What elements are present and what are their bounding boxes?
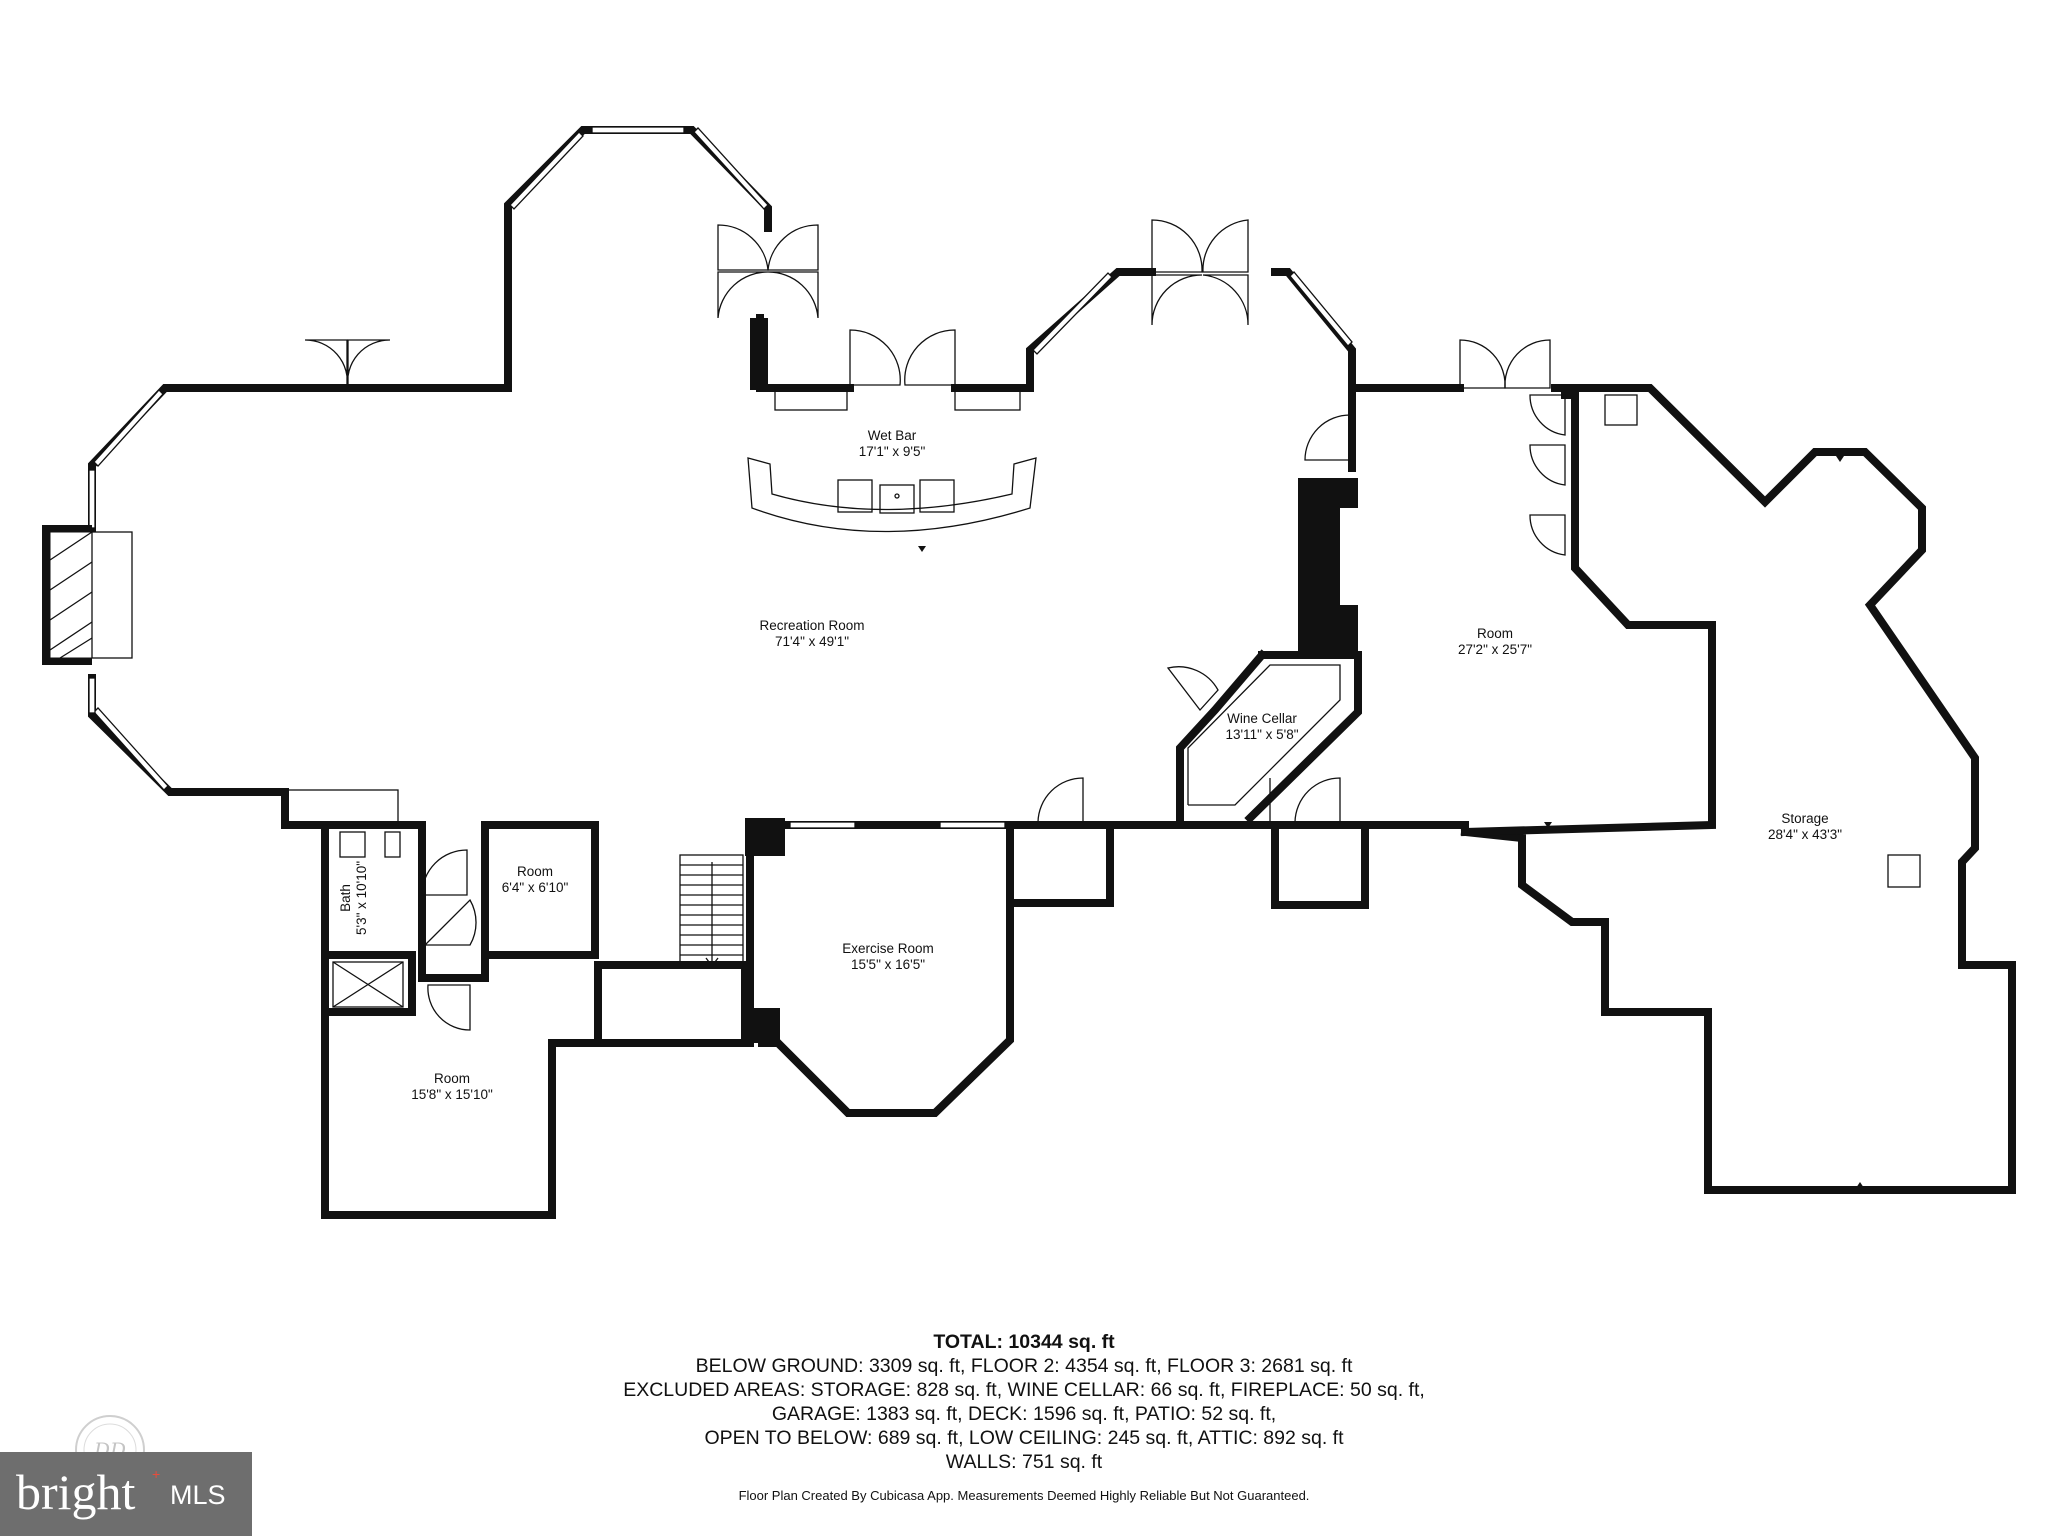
disclaimer: Floor Plan Created By Cubicasa App. Meas… (738, 1488, 1310, 1503)
exercise-room-walls (746, 821, 1014, 1117)
brand-name: bright (16, 1464, 136, 1520)
brand-logo: bright + MLS (0, 1452, 252, 1536)
structural-blocks (745, 318, 1358, 1043)
wine-cellar-walls (1166, 649, 1362, 829)
recreation-room-walls (88, 126, 2016, 1194)
tick-marks (918, 456, 1864, 1188)
exercise-room-name: Exercise Room (842, 941, 934, 956)
summary-line-4: OPEN TO BELOW: 689 sq. ft, LOW CEILING: … (704, 1427, 1344, 1449)
storage-fixtures (1604, 394, 1921, 888)
summary-line-5: WALLS: 751 sq. ft (945, 1451, 1103, 1473)
summary-line-3: GARAGE: 1383 sq. ft, DECK: 1596 sq. ft, … (771, 1403, 1277, 1425)
room-lower-name: Room (434, 1071, 470, 1086)
wet-bar-name: Wet Bar (868, 428, 917, 443)
room-small-name: Room (517, 864, 553, 879)
room-main-name: Room (1477, 626, 1513, 641)
windows (88, 126, 1353, 791)
area-summary: TOTAL: 10344 sq. ft BELOW GROUND: 3309 s… (0, 1330, 2048, 1474)
lower-walls (1004, 777, 1469, 909)
room-main-dims: 27'2" x 25'7" (1458, 642, 1532, 657)
summary-line-1: BELOW GROUND: 3309 sq. ft, FLOOR 2: 4354… (695, 1355, 1353, 1377)
fireplace (42, 525, 133, 665)
bath-dims: 5'3" x 10'10" (354, 861, 369, 935)
brand-spark-icon: + (152, 1466, 161, 1482)
storage-name: Storage (1781, 811, 1828, 826)
floor-plan: Recreation Room 71'4" x 49'1" Wet Bar 17… (42, 126, 2016, 1219)
wine-cellar-name: Wine Cellar (1227, 711, 1297, 726)
recreation-room-dims: 71'4" x 49'1" (775, 634, 849, 649)
brand-suffix: MLS (170, 1480, 226, 1510)
stairs (679, 854, 744, 968)
recreation-room-name: Recreation Room (759, 618, 864, 633)
room-lower-dims: 15'8" x 15'10" (411, 1087, 493, 1102)
room-small-dims: 6'4" x 6'10" (502, 880, 569, 895)
storage-dims: 28'4" x 43'3" (1768, 827, 1842, 842)
total-area: TOTAL: 10344 sq. ft (933, 1331, 1115, 1353)
wet-bar-counter (747, 387, 1037, 533)
bath-name: Bath (338, 884, 353, 912)
left-rooms-walls (287, 789, 749, 1219)
summary-line-2: EXCLUDED AREAS: STORAGE: 828 sq. ft, WIN… (623, 1379, 1425, 1401)
room-labels: Recreation Room 71'4" x 49'1" Wet Bar 17… (338, 428, 1842, 1102)
exercise-room-dims: 15'5" x 16'5" (851, 957, 925, 972)
door-swings (304, 219, 1566, 556)
wet-bar-dims: 17'1" x 9'5" (859, 444, 926, 459)
wine-cellar-dims: 13'11" x 5'8" (1225, 727, 1298, 742)
